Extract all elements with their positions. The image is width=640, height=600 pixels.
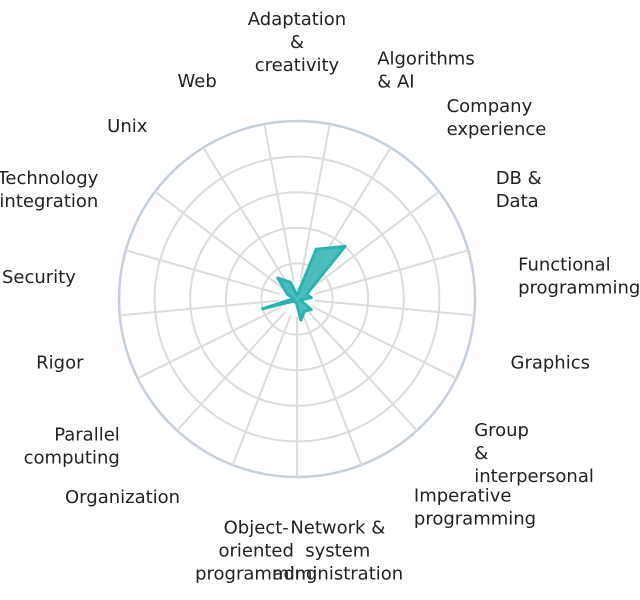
data-point-6 [298, 298, 302, 302]
axis-label-line: oriented [218, 541, 293, 562]
axis-label-line: Group [474, 420, 529, 441]
radar-series [261, 244, 347, 322]
data-point-2 [314, 247, 318, 251]
grid-spoke [119, 299, 280, 317]
data-point-8 [303, 309, 306, 313]
data-point-14 [292, 297, 295, 301]
grid-spoke [137, 306, 282, 380]
axis-label-line: & [290, 32, 304, 53]
axis-label-line: Algorithms [377, 49, 475, 70]
data-point-17 [289, 280, 293, 284]
grid-spoke [310, 190, 440, 290]
axis-label-6: Graphics [511, 352, 591, 373]
axis-label-line: Technology [0, 168, 99, 189]
axis-label-17: Web [178, 71, 217, 92]
axis-label-line: administration [272, 564, 403, 585]
data-point-1 [295, 293, 299, 297]
grid-spoke [231, 315, 292, 466]
axis-label-line: & AI [377, 72, 414, 93]
data-point-16 [276, 276, 280, 280]
axis-label-line: Network & [290, 518, 385, 539]
axis-label-line: programming [195, 564, 317, 585]
axis-label-line: DB & [496, 168, 542, 189]
axis-label-16: Unix [107, 116, 148, 137]
data-point-3 [343, 244, 347, 248]
axis-label-13: Rigor [36, 352, 84, 373]
grid-spoke [312, 306, 457, 380]
axis-label-line: Object- [224, 518, 289, 539]
axis-label-line: experience [447, 119, 547, 140]
axis-label-line: programming [518, 277, 640, 298]
data-point-12 [292, 299, 296, 303]
data-point-7 [309, 308, 313, 312]
grid-spoke [308, 311, 418, 432]
axis-label-line: Rigor [36, 352, 84, 373]
grid-spoke [314, 299, 475, 317]
axis-label-14: Security [2, 267, 76, 288]
grid-spoke [302, 315, 363, 466]
axis-label-line: Graphics [511, 352, 591, 373]
grid-spoke [313, 249, 469, 296]
axis-label-line: Company [447, 96, 533, 117]
axis-label-line: Functional [518, 254, 611, 275]
axis-label-line: Data [496, 191, 539, 212]
axis-label-line: & [474, 443, 488, 464]
data-point-5 [309, 296, 313, 300]
grid-spoke [125, 249, 281, 296]
axis-label-line: Unix [107, 116, 148, 137]
axis-label-line: computing [24, 448, 120, 469]
grid-spoke [202, 147, 289, 285]
radar-grid [117, 119, 477, 479]
axis-label-line: programming [414, 508, 536, 529]
axis-label-line: creativity [255, 55, 340, 76]
axis-label-line: system [305, 541, 370, 562]
axis-label-1: Adaptation&creativity [248, 9, 346, 76]
data-point-13 [261, 307, 265, 311]
axis-label-2: Algorithms& AI [377, 49, 475, 93]
data-point-9 [299, 318, 303, 322]
axis-label-line: interpersonal [474, 466, 594, 487]
axis-label-line: integration [0, 191, 98, 212]
grid-spoke [263, 123, 295, 282]
data-point-15 [285, 292, 289, 296]
axis-label-7: Group&interpersonal [474, 420, 594, 487]
series-area [261, 244, 347, 322]
axis-label-11: Organization [65, 487, 180, 508]
axis-label-line: Web [178, 71, 217, 92]
axis-label-line: Security [2, 267, 76, 288]
axis-label-line: Organization [65, 487, 180, 508]
axis-label-line: Adaptation [248, 9, 346, 30]
axis-label-line: Imperative [414, 485, 512, 506]
axis-label-4: DB &Data [496, 168, 542, 212]
data-point-4 [305, 292, 309, 296]
grid-spoke [299, 123, 331, 282]
grid-spoke [154, 190, 284, 290]
axis-label-line: Parallel [54, 425, 120, 446]
grid-spoke [176, 311, 286, 432]
